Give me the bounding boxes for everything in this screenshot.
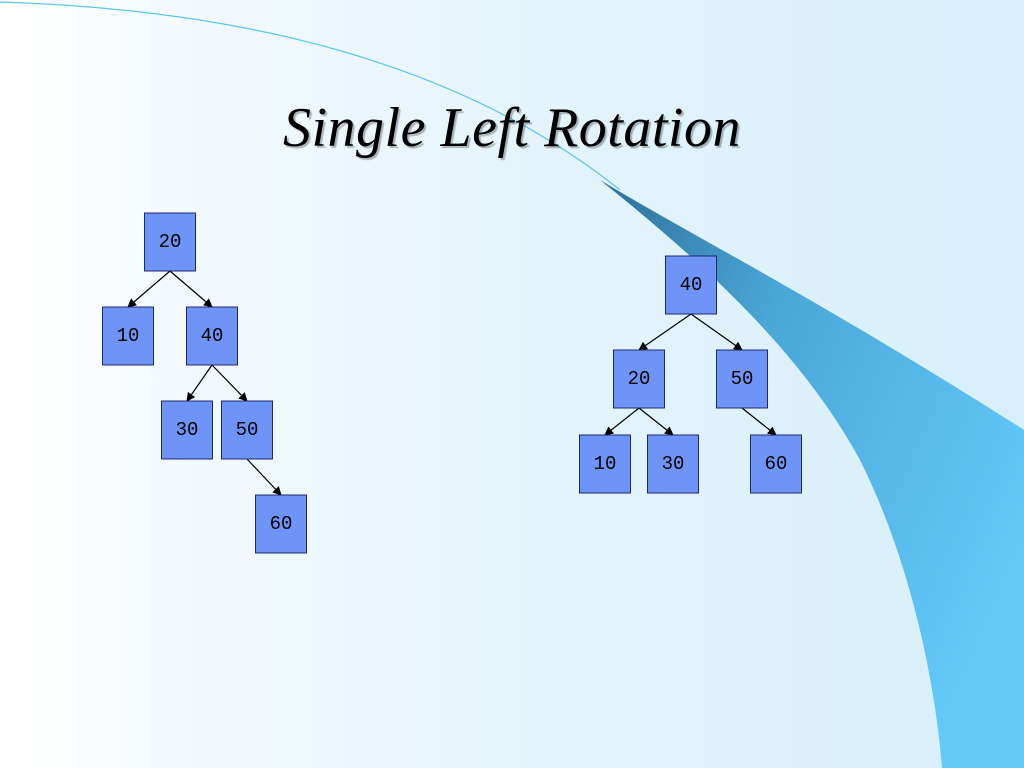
node-box (647, 434, 699, 494)
tree-node-after-60: 60 (750, 434, 802, 494)
node-label: 10 (117, 325, 140, 347)
node-label: 20 (628, 368, 651, 390)
node-label: 60 (270, 513, 293, 535)
node-box (613, 349, 665, 409)
node-box (716, 349, 768, 409)
tree-node-before-10: 10 (102, 306, 154, 366)
node-label: 60 (765, 453, 788, 475)
node-box (665, 255, 717, 315)
tree-node-after-20: 20 (613, 349, 665, 409)
tree-edge (690, 313, 743, 351)
tree-node-before-60: 60 (255, 494, 307, 554)
node-box (221, 400, 273, 460)
node-box (144, 212, 196, 272)
tree-edge (741, 407, 777, 436)
tree-edge (638, 407, 674, 436)
tree-edges (127, 270, 777, 496)
tree-node-after-50: 50 (716, 349, 768, 409)
background-swoosh (600, 180, 1024, 768)
node-box (255, 494, 307, 554)
tree-node-before-20: 20 (144, 212, 196, 272)
node-label: 20 (159, 231, 182, 253)
node-box (102, 306, 154, 366)
tree-node-after-40: 40 (665, 255, 717, 315)
tree-node-before-40: 40 (186, 306, 238, 366)
tree-node-before-30: 30 (161, 400, 213, 460)
tree-edge (186, 364, 213, 402)
node-label: 30 (176, 419, 199, 441)
tree-edge (246, 458, 282, 496)
tree-edge (211, 364, 248, 402)
tree-edge (169, 270, 213, 308)
node-box (750, 434, 802, 494)
tree-node-after-30: 30 (647, 434, 699, 494)
node-label: 40 (201, 325, 224, 347)
node-label: 10 (594, 453, 617, 475)
node-box (161, 400, 213, 460)
tree-node-before-50: 50 (221, 400, 273, 460)
node-label: 40 (680, 274, 703, 296)
background-accent-line (0, 1, 621, 191)
tree-node-after-10: 10 (579, 434, 631, 494)
slide-title: Single Left Rotation (283, 97, 741, 159)
node-box (579, 434, 631, 494)
tree-edge (127, 270, 171, 308)
tree-edge (604, 407, 640, 436)
tree-edge (638, 313, 692, 351)
node-label: 30 (662, 453, 685, 475)
node-label: 50 (236, 419, 259, 441)
tree-nodes: 20 10 40 30 50 60 40 20 50 10 30 60 (102, 212, 802, 554)
node-label: 50 (731, 368, 754, 390)
node-box (186, 306, 238, 366)
